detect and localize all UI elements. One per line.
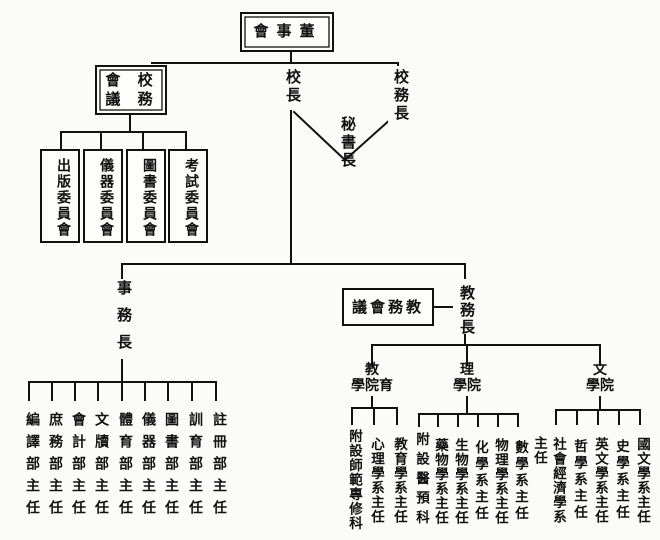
sci-mathematics-head: 數學系主任 xyxy=(512,439,528,523)
college-science-bottom: 學院 xyxy=(453,378,481,394)
sci-pharmacology-head: 藥物學系主任 xyxy=(432,437,448,525)
dept-instruments: 儀器部主任 xyxy=(140,412,156,522)
dept-translation: 編譯部主任 xyxy=(24,412,40,522)
council-label-line1: 會 校 xyxy=(105,71,159,89)
dept-physical-education: 體育部主任 xyxy=(117,412,133,522)
sci-chemistry-head: 化學系主任 xyxy=(472,439,488,523)
committee-publishing: 出版委員會 xyxy=(55,158,71,238)
admin-head-label: 事務長 xyxy=(115,280,133,361)
sci-premedical: 附設醫預科 xyxy=(413,432,429,530)
college-arts-bottom: 學院 xyxy=(586,378,614,394)
college-education-bottom: 學院育 xyxy=(351,378,393,394)
secretary-label: 秘書長 xyxy=(339,116,357,170)
arts-chinese-literature-head: 國文學系主任 xyxy=(634,436,650,524)
arts-english-head: 英文學系主任 xyxy=(592,436,608,524)
committee-examination: 考試委員會 xyxy=(183,158,199,238)
dept-correspondence: 文牘部主任 xyxy=(93,412,109,522)
college-science-top: 理 xyxy=(460,362,474,378)
council-label-line2: 議 務 xyxy=(105,90,159,108)
dept-discipline: 訓育部主任 xyxy=(187,412,203,522)
president-label: 校長 xyxy=(280,64,302,110)
arts-philosophy-head: 哲學系主任 xyxy=(571,438,587,522)
edu-education-head: 教育學系主任 xyxy=(391,436,407,524)
dept-accounting: 會計部主任 xyxy=(70,412,86,522)
edu-normal-course: 附設師範專修科 xyxy=(346,429,362,531)
college-arts-top: 文 xyxy=(593,362,607,378)
dept-general-affairs: 庶務部主任 xyxy=(47,412,63,522)
committee-library: 圖書委員會 xyxy=(141,158,157,238)
provost-label: 校務長 xyxy=(388,66,410,126)
edu-psychology-head: 心理學系主任 xyxy=(368,436,384,524)
sci-physics-head: 物理學系主任 xyxy=(492,437,508,525)
arts-history-head: 史學系主任 xyxy=(613,438,629,522)
sci-biology-head: 生物學系主任 xyxy=(452,437,468,525)
academic-council-label: 議會務教 xyxy=(351,298,424,316)
arts-social-economics: 社會經濟學系 xyxy=(550,436,566,524)
board-label: 會事董 xyxy=(253,22,323,40)
arts-econ-head-suffix: 主任 xyxy=(531,435,547,465)
dept-library: 圖書部主任 xyxy=(163,412,179,522)
dept-registration: 註冊部主任 xyxy=(211,412,227,522)
committee-instruments: 儀器委員會 xyxy=(98,158,114,238)
college-education-top: 教 xyxy=(365,362,379,378)
academic-head-label: 教務長 xyxy=(458,284,476,336)
